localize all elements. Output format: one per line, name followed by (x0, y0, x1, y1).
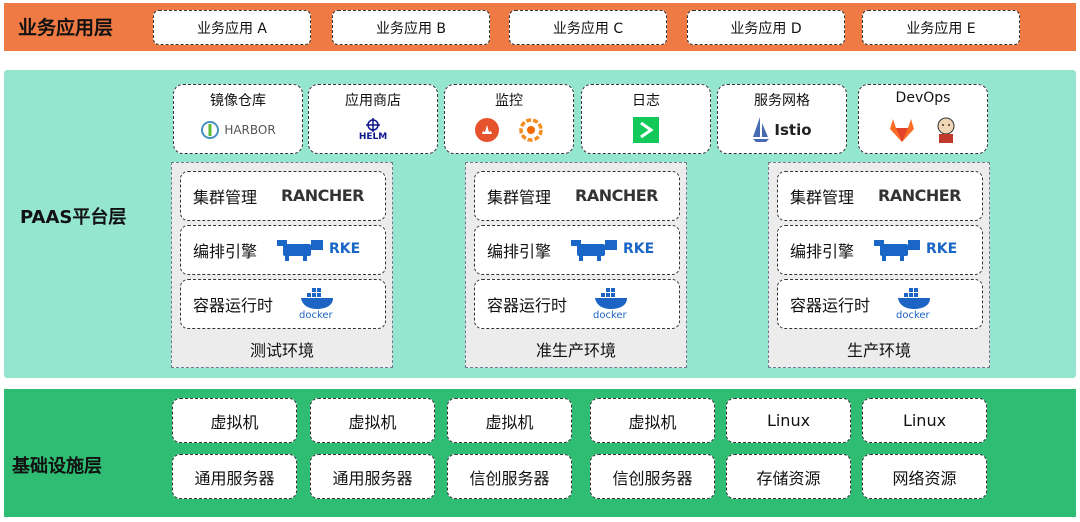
helm-logo: HELM (359, 118, 387, 142)
business-app-a[interactable]: 业务应用 A (153, 10, 311, 45)
business-layer-label: 业务应用层 (18, 17, 114, 39)
environment-label: 测试环境 (249, 341, 314, 360)
business-app-b[interactable]: 业务应用 B (332, 10, 490, 45)
infra-vm[interactable]: 虚拟机 (590, 398, 715, 443)
docker-whale-icon (898, 288, 930, 309)
infra-linux[interactable]: Linux (726, 398, 851, 443)
infra-general-server[interactable]: 通用服务器 (310, 454, 435, 499)
rke-text: RKE (329, 241, 361, 257)
business-app-c[interactable]: 业务应用 C (509, 10, 667, 45)
infra-vm[interactable]: 虚拟机 (447, 398, 572, 443)
rancher-logo: RANCHER (281, 186, 364, 205)
tool-title: 应用商店 (345, 93, 401, 109)
infrastructure-layer-label: 基础设施层 (12, 456, 102, 477)
container-runtime-row[interactable]: 容器运行时 docker (777, 279, 983, 329)
harbor-text: HARBOR (224, 123, 276, 137)
tool-app-store[interactable]: 应用商店 HELM (308, 84, 438, 154)
istio-sail-icon (753, 117, 770, 142)
infra-linux[interactable]: Linux (862, 398, 987, 443)
environment-label: 准生产环境 (535, 341, 616, 360)
rke-text: RKE (926, 241, 958, 257)
rancher-logo: RANCHER (878, 186, 961, 205)
orchestration-engine-label: 编排引擎 (487, 242, 552, 261)
environment-label: 生产环境 (846, 341, 911, 360)
tool-title: DevOps (895, 90, 951, 106)
istio-text: Istio (774, 121, 812, 139)
business-app-d[interactable]: 业务应用 D (687, 10, 845, 45)
environment-staging: 集群管理 RANCHER 编排引擎 RKE 容器运行时 docker 准生产环境 (465, 162, 687, 368)
tool-title: 监控 (495, 93, 523, 109)
docker-whale-icon (595, 288, 627, 309)
grafana-icon (519, 118, 543, 142)
container-runtime-label: 容器运行时 (790, 296, 871, 315)
istio-logo: Istio (752, 117, 812, 143)
rke-cow-icon (571, 240, 617, 261)
jenkins-icon (937, 117, 955, 143)
cluster-management-row[interactable]: 集群管理 RANCHER (777, 171, 983, 221)
tool-logging[interactable]: 日志 (581, 84, 711, 154)
docker-text: docker (896, 310, 930, 321)
harbor-logo: HARBOR (200, 120, 276, 140)
tool-title: 服务网格 (754, 93, 810, 109)
helm-text: HELM (358, 132, 388, 142)
rke-text: RKE (623, 241, 655, 257)
container-runtime-label: 容器运行时 (487, 296, 568, 315)
infra-general-server[interactable]: 通用服务器 (172, 454, 297, 499)
infra-xinchuang-server[interactable]: 信创服务器 (447, 454, 572, 499)
rke-cow-icon (874, 240, 920, 261)
container-runtime-row[interactable]: 容器运行时 docker (474, 279, 680, 329)
cluster-management-row[interactable]: 集群管理 RANCHER (474, 171, 680, 221)
environment-test: 集群管理 RANCHER 编排引擎 RKE 容器运行时 docker 测试环境 (171, 162, 393, 368)
docker-text: docker (593, 310, 627, 321)
docker-text: docker (299, 310, 333, 321)
tool-service-mesh[interactable]: 服务网格 Istio (717, 84, 847, 154)
orchestration-engine-label: 编排引擎 (193, 242, 258, 261)
prometheus-icon (475, 118, 499, 142)
infra-network-resources[interactable]: 网络资源 (862, 454, 987, 499)
gitlab-icon (890, 119, 914, 142)
cluster-management-label: 集群管理 (193, 188, 258, 207)
container-runtime-row[interactable]: 容器运行时 docker (180, 279, 386, 329)
cluster-management-label: 集群管理 (790, 188, 855, 207)
orchestration-engine-row[interactable]: 编排引擎 RKE (474, 225, 680, 275)
docker-whale-icon (301, 288, 333, 309)
cluster-management-row[interactable]: 集群管理 RANCHER (180, 171, 386, 221)
tool-image-registry[interactable]: 镜像仓库 HARBOR (173, 84, 303, 154)
tool-title: 日志 (632, 93, 660, 109)
harbor-icon (201, 121, 220, 139)
business-app-e[interactable]: 业务应用 E (862, 10, 1020, 45)
tool-title: 镜像仓库 (210, 93, 266, 109)
tool-monitoring[interactable]: 监控 (444, 84, 574, 154)
infra-vm[interactable]: 虚拟机 (310, 398, 435, 443)
helm-icon (366, 118, 380, 132)
orchestration-engine-row[interactable]: 编排引擎 RKE (180, 225, 386, 275)
infra-storage-resources[interactable]: 存储资源 (726, 454, 851, 499)
log-terminal-icon (633, 117, 659, 143)
orchestration-engine-label: 编排引擎 (790, 242, 855, 261)
rancher-logo: RANCHER (575, 186, 658, 205)
rke-cow-icon (277, 240, 323, 261)
infra-vm[interactable]: 虚拟机 (172, 398, 297, 443)
container-runtime-label: 容器运行时 (193, 296, 274, 315)
tool-devops[interactable]: DevOps (858, 84, 988, 154)
infra-xinchuang-server[interactable]: 信创服务器 (590, 454, 715, 499)
environment-production: 集群管理 RANCHER 编排引擎 RKE 容器运行时 docker 生产环境 (768, 162, 990, 368)
cluster-management-label: 集群管理 (487, 188, 552, 207)
orchestration-engine-row[interactable]: 编排引擎 RKE (777, 225, 983, 275)
paas-layer-label: PAAS平台层 (20, 207, 127, 228)
